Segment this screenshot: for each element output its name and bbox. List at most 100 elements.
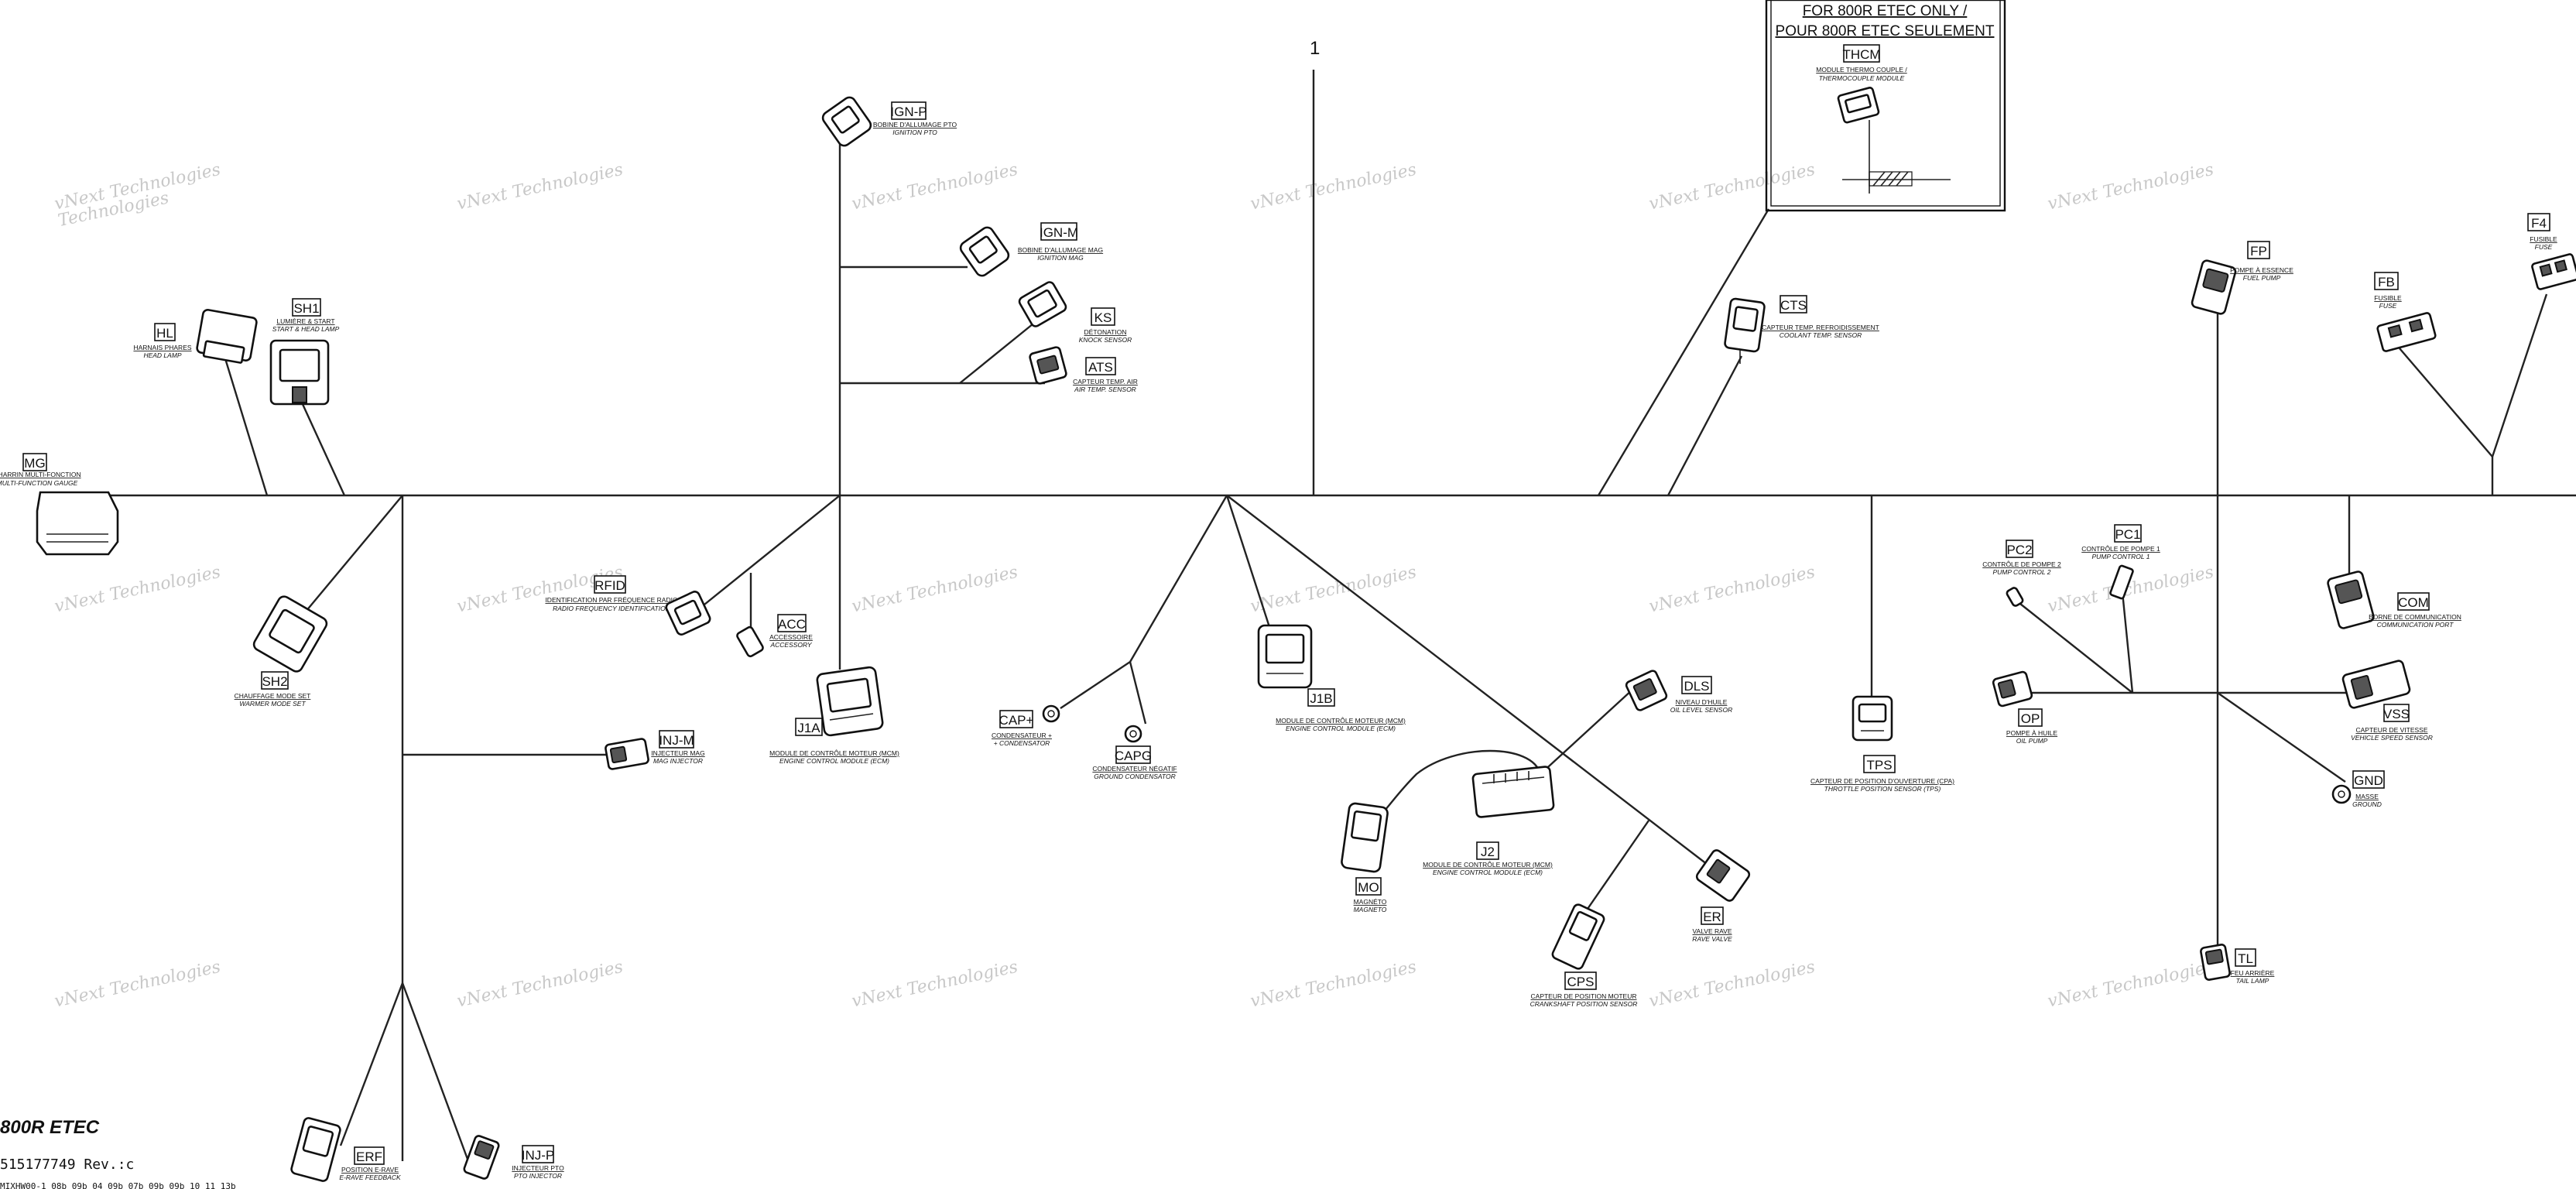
erf-tag: ERF [356, 1150, 382, 1164]
inj-p-tag: INJ-P [522, 1148, 555, 1163]
acc-connector-icon [736, 625, 764, 658]
ks-desc-fr: DÉTONATION [1084, 328, 1127, 336]
capg-desc-en: GROUND CONDENSATOR [1094, 773, 1175, 780]
mo-connector-icon [1341, 802, 1389, 873]
er-desc-en: RAVE VALVE [1692, 935, 1732, 943]
connector-ks[interactable]: KS DÉTONATION KNOCK SENSOR [1018, 280, 1132, 344]
connector-pc1[interactable]: PC1 CONTRÔLE DE POMPE 1 PUMP CONTROL 1 [2081, 524, 2160, 600]
connector-mo[interactable]: MO MAGNÉTO MAGNETO [1341, 802, 1389, 913]
f4-desc-fr: FUSIBLE [2530, 235, 2557, 243]
dls-tag: DLS [1684, 679, 1709, 694]
inset-title-line1: FOR 800R ETEC ONLY / [1803, 3, 1968, 19]
tl-desc-en: TAIL LAMP [2236, 977, 2269, 985]
acc-desc-en: ACCESSORY [769, 641, 812, 649]
inj-m-connector-icon [605, 738, 649, 770]
hl-desc-fr: HARNAIS PHARES [133, 344, 191, 351]
connector-sh1[interactable]: SH1 LUMIÈRE & START START & HEAD LAMP [269, 298, 340, 406]
sh2-desc-en: WARMER MODE SET [239, 700, 306, 708]
fp-tag: FP [2250, 244, 2267, 259]
connector-vss[interactable]: VSS CAPTEUR DE VITESSE VEHICLE SPEED SEN… [2341, 660, 2433, 742]
connector-cap-plus[interactable]: CAP+ CONDENSATEUR + + CONDENSATOR [992, 704, 1060, 747]
watermark: vNext Technologies [1647, 563, 1817, 617]
connector-tps[interactable]: TPS CAPTEUR DE POSITION D'OUVERTURE (CPA… [1810, 695, 1954, 793]
watermark: vNext Technologies [2046, 958, 2215, 1012]
mo-desc-en: MAGNETO [1354, 906, 1387, 913]
ign-m-desc-fr: BOBINE D'ALLUMAGE MAG [1018, 246, 1103, 254]
connector-fp[interactable]: FP POMPE À ESSENCE FUEL PUMP [2191, 241, 2293, 315]
ks-tag: KS [1094, 310, 1112, 325]
sheet-number: 1 [1310, 38, 1320, 59]
connector-op[interactable]: OP POMPE À HUILE OIL PUMP [1992, 670, 2057, 745]
connector-sh2[interactable]: SH2 CHAUFFAGE MODE SET WARMER MODE SET [235, 594, 329, 708]
cts-desc-fr: CAPTEUR TEMP. REFROIDISSEMENT [1762, 324, 1879, 331]
ats-desc-fr: CAPTEUR TEMP. AIR [1073, 378, 1138, 385]
connector-com[interactable]: COM BORNE DE COMMUNICATION COMMUNICATION… [2327, 571, 2461, 629]
connector-ign-p[interactable]: IGN-P BOBINE D'ALLUMAGE PTO IGNITION PTO [820, 95, 957, 148]
connector-capg[interactable]: CAPG CONDENSATEUR NÉGATIF GROUND CONDENS… [1092, 725, 1177, 780]
cts-tag: CTS [1780, 298, 1807, 313]
connector-ats[interactable]: ATS CAPTEUR TEMP. AIR AIR TEMP. SENSOR [1029, 346, 1138, 393]
rfid-connector-icon [665, 591, 711, 636]
cap-plus-desc-en: + CONDENSATOR [994, 739, 1050, 747]
mo-tag: MO [1358, 880, 1379, 895]
pc1-desc-en: PUMP CONTROL 1 [2091, 553, 2150, 560]
connector-mg[interactable]: MG CHARRIN MULTI-FONCTION MULTI-FUNCTION… [0, 453, 119, 556]
connector-inj-m[interactable]: INJ-M INJECTEUR MAG MAG INJECTOR [605, 730, 705, 770]
hl-connector-icon [196, 308, 258, 364]
watermark: vNext Technologies [455, 160, 625, 214]
connector-cps[interactable]: CPS CAPTEUR DE POSITION MOTEUR CRANKSHAF… [1530, 903, 1638, 1008]
hl-tag: HL [156, 326, 173, 341]
erf-desc-en: E-RAVE FEEDBACK [339, 1174, 401, 1181]
connector-inj-p[interactable]: INJ-P INJECTEUR PTO PTO INJECTOR [463, 1135, 564, 1180]
connector-j1b[interactable]: J1B MODULE DE CONTRÔLE MOTEUR (MCM) ENGI… [1257, 624, 1406, 732]
connector-cts[interactable]: CTS CAPTEUR TEMP. REFROIDISSEMENT COOLAN… [1724, 295, 1879, 364]
ks-desc-en: KNOCK SENSOR [1079, 336, 1132, 344]
inset-title-line2: POUR 800R ETEC SEULEMENT [1776, 23, 1995, 39]
connector-j1a[interactable]: J1A MODULE DE CONTRÔLE MOTEUR (MCM) ENGI… [769, 666, 899, 765]
watermark: vNext Technologies [53, 958, 222, 1012]
connector-erf[interactable]: ERF POSITION E-RAVE E-RAVE FEEDBACK [290, 1117, 401, 1182]
connector-ign-m[interactable]: IGN-M BOBINE D'ALLUMAGE MAG IGNITION MAG [958, 222, 1103, 278]
connector-er[interactable]: ER VALVE RAVE RAVE VALVE [1692, 848, 1751, 943]
wire-branches [223, 132, 2548, 1162]
pc1-connector-icon [2109, 564, 2134, 600]
ign-m-tag: IGN-M [1040, 225, 1078, 240]
hl-desc-en: HEAD LAMP [143, 351, 181, 359]
connector-dls[interactable]: DLS NIVEAU D'HUILE OIL LEVEL SENSOR [1625, 670, 1733, 714]
fp-desc-en: FUEL PUMP [2243, 274, 2281, 282]
ign-p-connector-icon [821, 96, 872, 147]
watermark: vNext Technologies [1249, 160, 1418, 214]
j2-desc-fr: MODULE DE CONTRÔLE MOTEUR (MCM) [1423, 861, 1553, 869]
vss-connector-icon [2341, 660, 2411, 709]
connector-gnd[interactable]: GND MASSE GROUND [2331, 770, 2385, 808]
pc2-connector-icon [2006, 587, 2024, 607]
revision-reference: MIXHW00-1 08b 09b 04 09b 07b 09b 09b 10 … [0, 1181, 236, 1189]
gnd-tag: GND [2354, 773, 2383, 788]
fp-desc-fr: POMPE À ESSENCE [2230, 266, 2293, 274]
fp-connector-icon [2191, 259, 2237, 315]
j1a-connector-icon [816, 666, 884, 737]
sh2-desc-fr: CHAUFFAGE MODE SET [235, 692, 311, 700]
vss-desc-fr: CAPTEUR DE VITESSE [2355, 726, 2427, 734]
connector-rfid[interactable]: RFID IDENTIFICATION PAR FRÉQUENCE RADIO … [545, 575, 711, 636]
mg-connector-icon [36, 491, 119, 556]
ign-p-desc-en: IGNITION PTO [892, 128, 937, 136]
title-block: 800R ETEC 515177749 Rev.:c MIXHW00-1 08b… [0, 1117, 236, 1189]
connector-acc[interactable]: ACC ACCESSOIRE ACCESSORY [736, 614, 813, 658]
part-number: 515177749 Rev.:c [0, 1156, 134, 1173]
connector-j2[interactable]: J2 MODULE DE CONTRÔLE MOTEUR (MCM) ENGIN… [1423, 766, 1555, 876]
connector-hl[interactable]: HL HARNAIS PHARES HEAD LAMP [133, 308, 258, 364]
connector-tl[interactable]: TL FEU ARRIÈRE TAIL LAMP [2200, 944, 2275, 985]
connector-f4[interactable]: F4 FUSIBLE FUSE [2527, 213, 2576, 290]
connector-fb[interactable]: FB FUSIBLE FUSE [2374, 272, 2437, 352]
tps-tag: TPS [1866, 758, 1892, 773]
connector-pc2[interactable]: PC2 CONTRÔLE DE POMPE 2 PUMP CONTROL 2 [1982, 540, 2061, 607]
op-desc-fr: POMPE À HUILE [2006, 729, 2057, 737]
j1b-tag: J1B [1310, 691, 1332, 706]
inj-p-desc-en: PTO INJECTOR [514, 1172, 562, 1180]
mg-desc-fr: CHARRIN MULTI-FONCTION [0, 471, 81, 478]
capg-desc-fr: CONDENSATEUR NÉGATIF [1092, 765, 1177, 773]
mo-desc-fr: MAGNÉTO [1354, 898, 1387, 906]
